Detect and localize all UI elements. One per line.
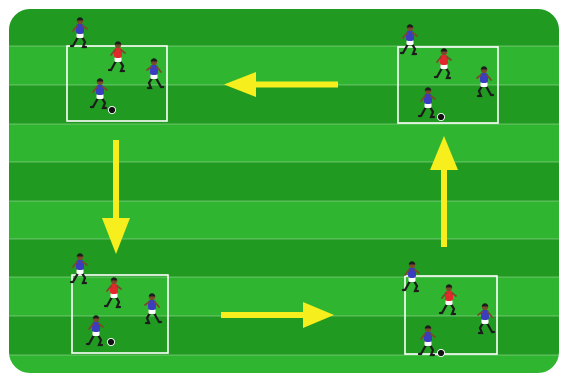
pitch-stripe [8, 201, 560, 239]
grid-square [397, 46, 499, 124]
pitch-stripe [8, 8, 560, 46]
ball-icon [436, 348, 446, 358]
arrow-right-up [430, 136, 458, 247]
attacker-player [417, 87, 436, 119]
ball-icon [107, 105, 117, 115]
grid-bottom-right [404, 275, 498, 355]
pitch-stripe [8, 277, 560, 316]
pitch-stripe [8, 355, 560, 374]
attacker-player [144, 293, 163, 325]
attacker-player [476, 66, 495, 98]
grid-square [404, 275, 498, 355]
pitch-stripes [8, 8, 560, 374]
attacker-player [89, 78, 108, 110]
pitch-stripe [8, 162, 560, 201]
ball-icon [436, 112, 446, 122]
arrow-bottom-left-to-right [221, 302, 334, 328]
attacker-player [146, 58, 165, 90]
attacker-player [69, 17, 88, 49]
grid-top-right [397, 46, 499, 124]
defender-player [438, 284, 457, 316]
players-layer [69, 17, 496, 358]
defender-player [433, 48, 452, 80]
attacker-player [85, 315, 104, 347]
attacker-player [399, 24, 418, 56]
attacker-player [401, 261, 420, 293]
ball-icon [106, 337, 116, 347]
pitch-stripe [8, 239, 560, 277]
pitch-stripe [8, 85, 560, 124]
defender-player [107, 41, 126, 73]
arrow-left-down [102, 140, 130, 254]
pitch-stripe [8, 124, 560, 162]
attacker-player [69, 253, 88, 285]
pitch-border [7, 7, 561, 375]
defender-player [103, 277, 122, 309]
attacker-player [477, 303, 496, 335]
grid-square [71, 274, 169, 354]
grid-bottom-left [71, 274, 169, 354]
pitch-stripe [8, 316, 560, 355]
attacker-player [417, 325, 436, 357]
arrow-top-right-to-left [224, 72, 338, 97]
